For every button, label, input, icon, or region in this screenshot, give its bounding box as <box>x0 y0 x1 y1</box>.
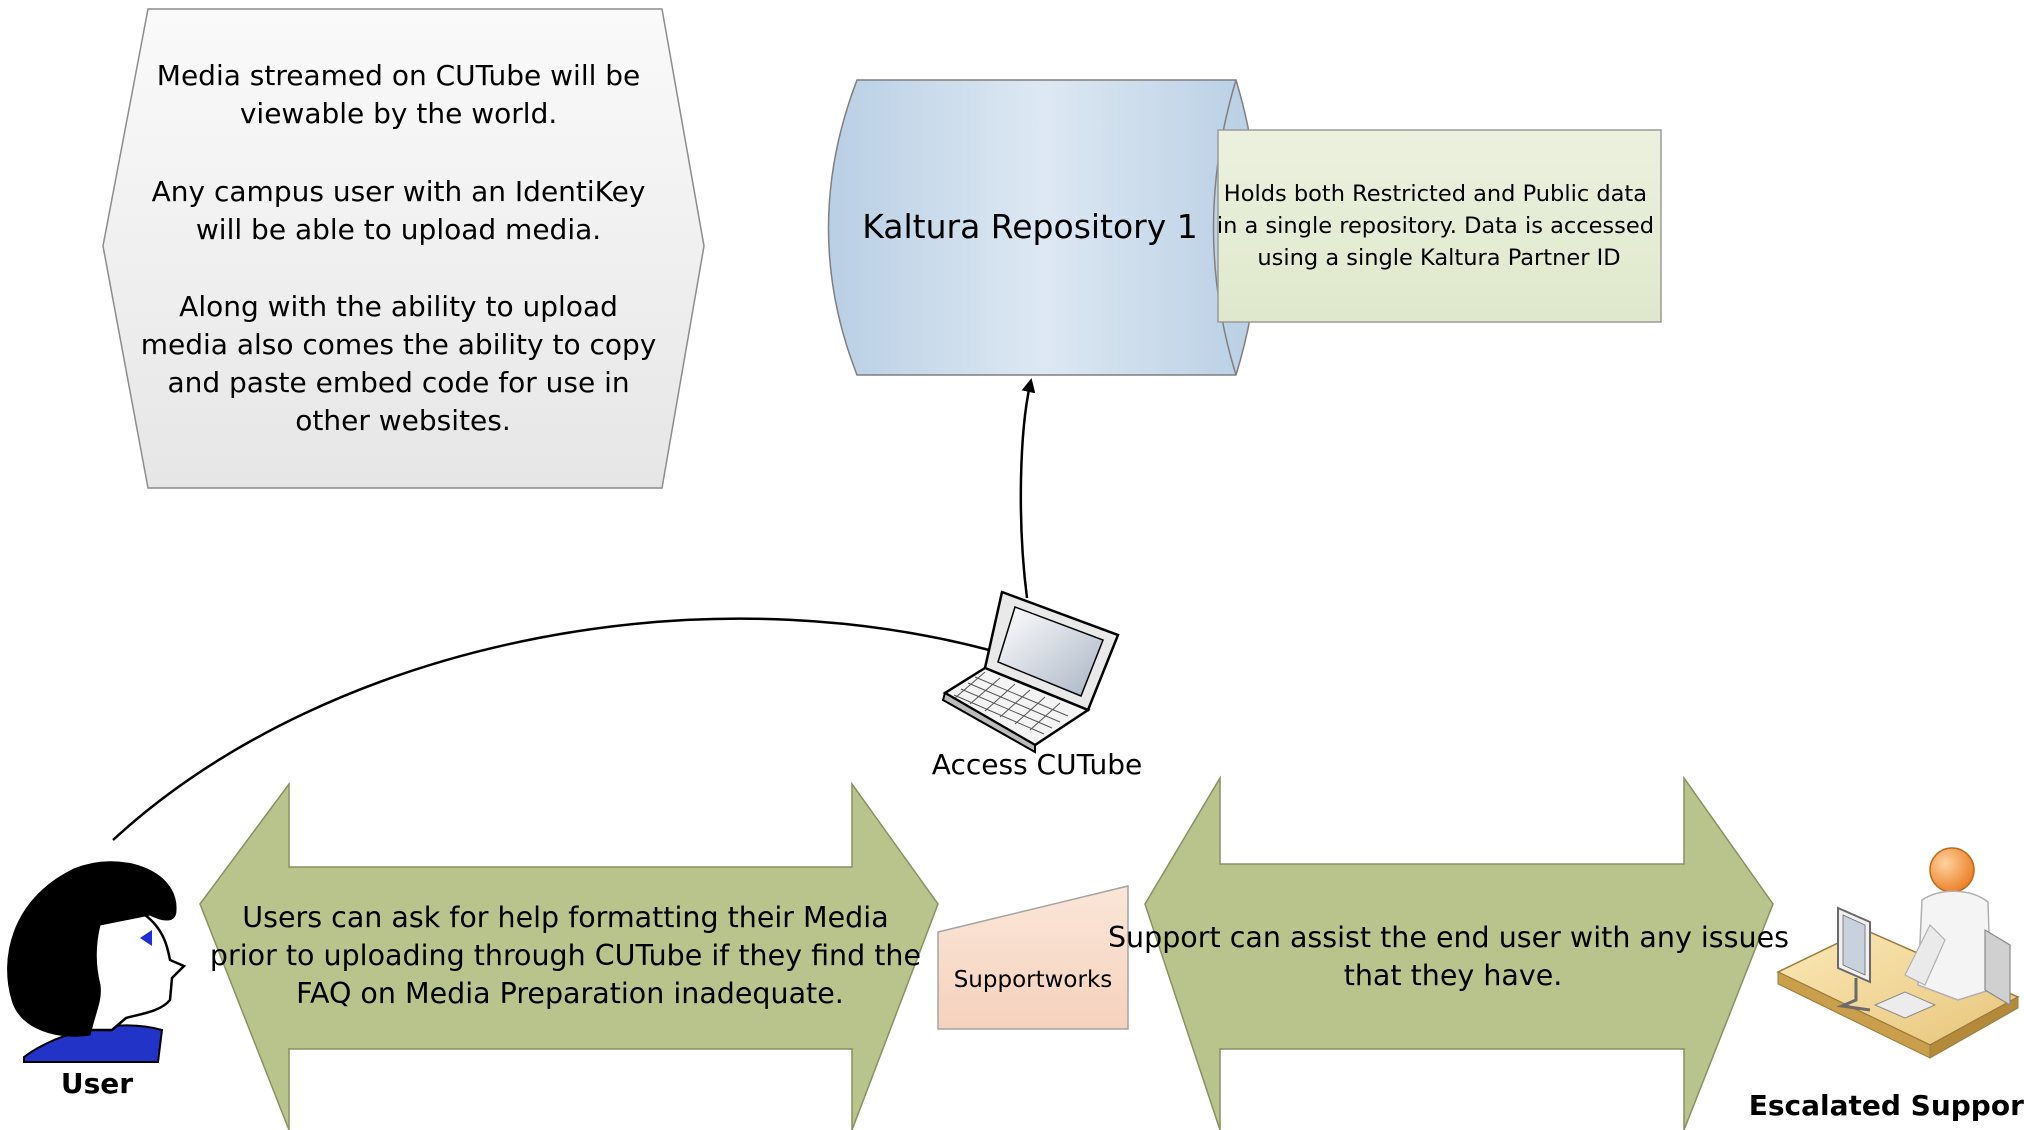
laptop-icon <box>941 590 1120 754</box>
info-line: Media streamed on CUTube will be <box>157 59 640 92</box>
chair <box>1984 928 2011 1007</box>
user-icon <box>7 861 187 1063</box>
note-line: in a single repository. Data is accessed <box>1217 213 1654 239</box>
right-arrow-text: Support can assist the end user with any… <box>1108 921 1798 992</box>
info-line: and paste embed code for use in <box>167 366 629 399</box>
note-line: using a single Kaltura Partner ID <box>1257 245 1620 271</box>
note-text: Holds both Restricted and Public data in… <box>1217 181 1661 271</box>
escalated-support-label: Escalated Support <box>1749 1089 2024 1122</box>
left-arrow-line: Users can ask for help formatting their … <box>242 901 888 934</box>
laptop-to-repository-connector <box>1019 378 1036 599</box>
right-arrow-line: that they have. <box>1344 959 1563 992</box>
desk-side <box>1929 996 2019 1059</box>
info-line: media also comes the ability to copy <box>141 328 657 361</box>
user-to-laptop-connector <box>112 617 1047 841</box>
keyboard <box>1873 991 1937 1019</box>
supportworks-shape <box>937 885 1129 1030</box>
repository-note: Holds both Restricted and Public data in… <box>1217 129 1662 323</box>
user-label: User <box>61 1067 133 1100</box>
support-escalation-arrow: Support can assist the end user with any… <box>1108 775 1798 1130</box>
left-arrow-line: prior to uploading through CUTube if the… <box>210 939 921 972</box>
note-box <box>1217 129 1662 323</box>
right-double-arrow <box>1144 775 1774 1130</box>
supportworks-label: Supportworks <box>954 967 1113 993</box>
repository-label: Kaltura Repository 1 <box>862 207 1198 246</box>
laptop-keyboard <box>953 671 1069 735</box>
info-line: viewable by the world. <box>240 97 557 130</box>
escalated-support-icon <box>1776 847 2020 1059</box>
info-line: other websites. <box>295 404 510 437</box>
info-text: Media streamed on CUTube will be viewabl… <box>141 59 666 437</box>
left-arrow-text: Users can ask for help formatting their … <box>210 901 930 1010</box>
info-line: Along with the ability to upload <box>179 290 618 323</box>
user-hair <box>7 861 177 1037</box>
person-arm <box>1904 923 1946 986</box>
user-eye <box>140 930 152 946</box>
left-arrow-line: FAQ on Media Preparation inadequate. <box>296 977 844 1010</box>
monitor-screen <box>1842 914 1866 976</box>
supportworks-node: Supportworks <box>937 885 1129 1030</box>
person-head <box>1929 847 1975 893</box>
laptop-base-edge <box>941 691 1036 754</box>
kaltura-repository: Kaltura Repository 1 <box>827 79 1260 376</box>
note-line: Holds both Restricted and Public data <box>1224 181 1647 207</box>
laptop-screen <box>997 606 1104 697</box>
laptop-label: Access CUTube <box>932 748 1142 781</box>
info-line: Any campus user with an IdentiKey <box>152 175 646 208</box>
info-hexagon <box>102 8 705 489</box>
repository-cylinder-rim <box>1212 79 1237 376</box>
left-double-arrow <box>199 781 939 1130</box>
info-callout: Media streamed on CUTube will be viewabl… <box>102 8 705 489</box>
info-line: will be able to upload media. <box>196 213 601 246</box>
user-support-arrow: Users can ask for help formatting their … <box>199 781 939 1130</box>
right-arrow-line: Support can assist the end user with any… <box>1108 921 1789 954</box>
monitor-stand <box>1836 978 1871 1012</box>
person-body <box>1917 890 1991 1001</box>
